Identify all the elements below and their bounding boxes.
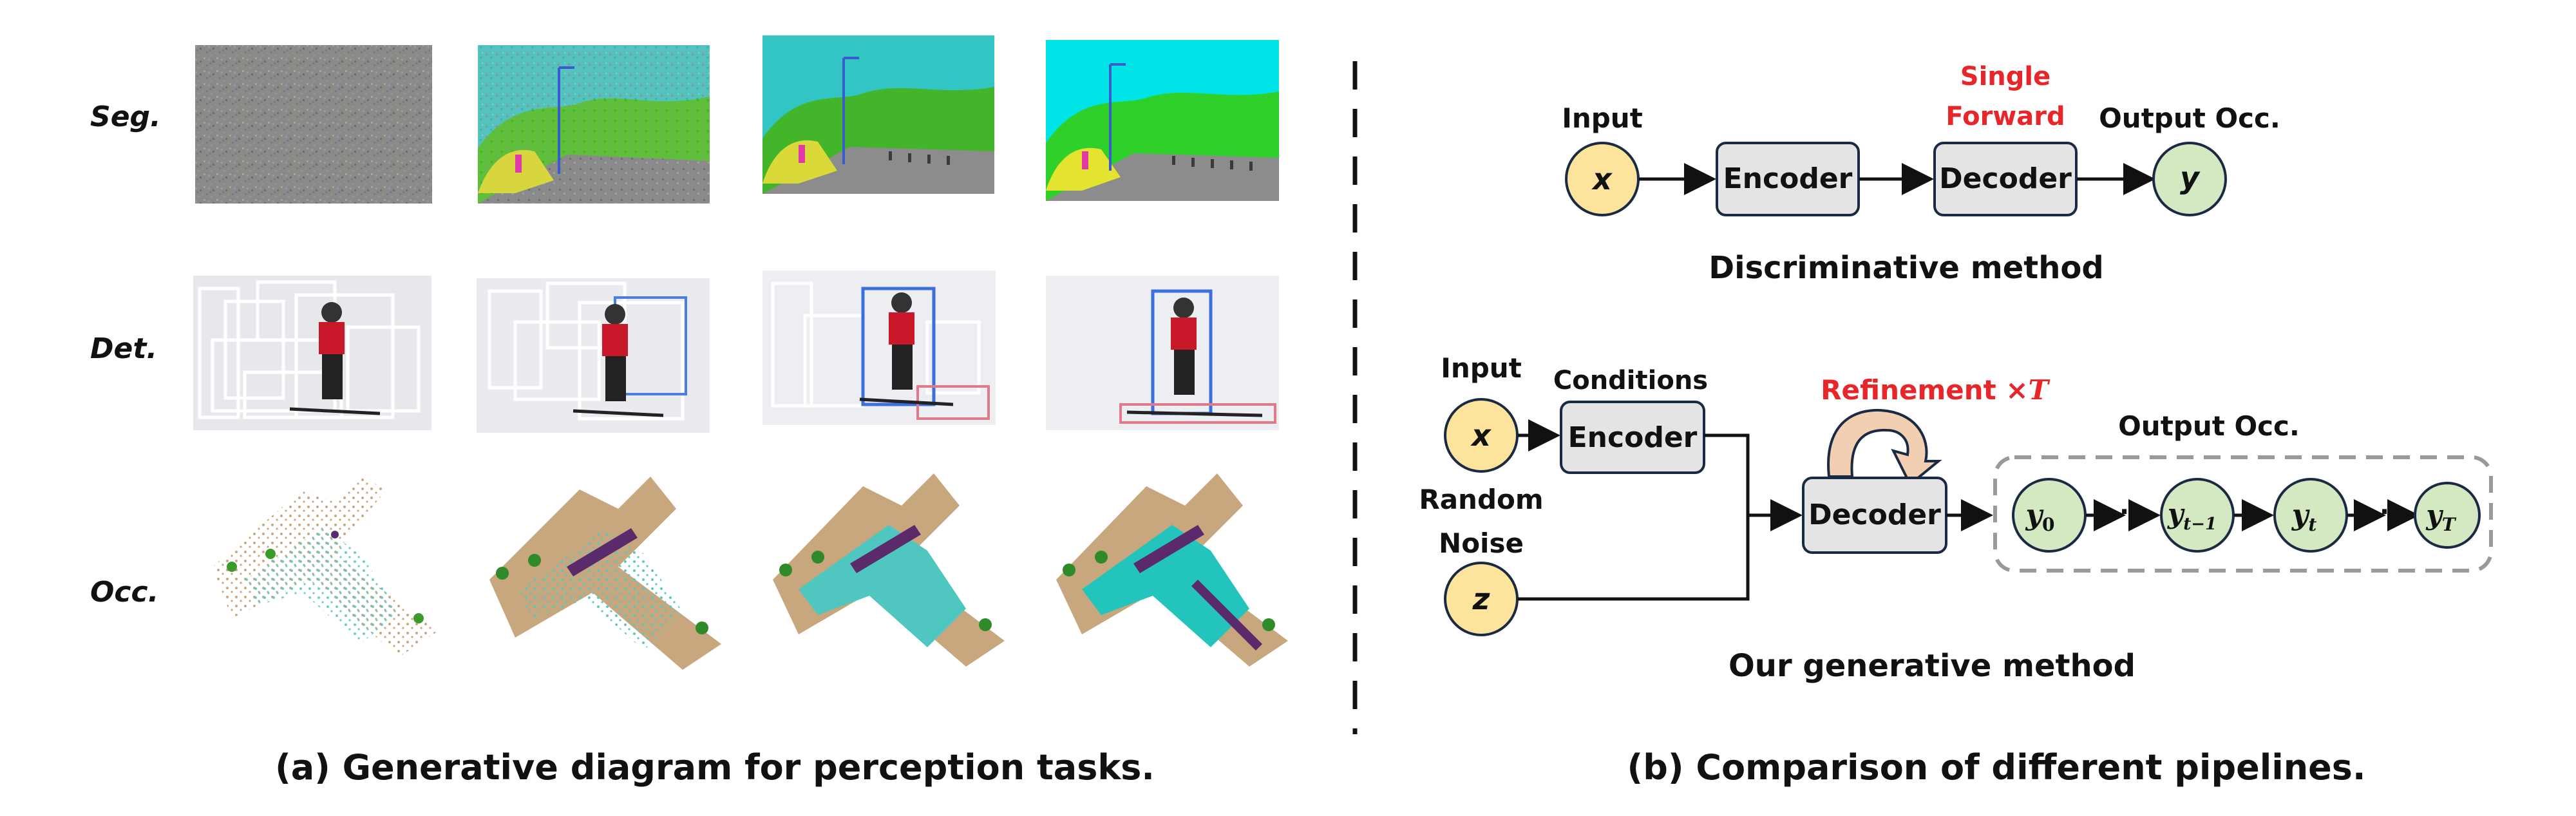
- disc-decoder-label: Decoder: [1939, 162, 2072, 195]
- left-panel: Seg. Det. Occ.: [90, 35, 1288, 788]
- y0-node: [2012, 478, 2087, 553]
- det-image-step-3: [762, 270, 996, 425]
- yT-symbol: yT: [2425, 499, 2456, 535]
- occ-image-step-3: [773, 473, 1005, 667]
- discriminative-pipeline: Input x Encoder Single Forward Decoder O…: [1562, 62, 2280, 286]
- disc-x-symbol: x: [1591, 162, 1613, 196]
- row-label-det: Det.: [90, 332, 157, 365]
- refinement-label: Refinement ×T: [1821, 374, 2050, 406]
- yt-node: [2273, 478, 2348, 553]
- occ-image-step-4: [1056, 473, 1288, 667]
- noise-label: Noise: [1439, 527, 1524, 559]
- disc-y-node: [2152, 142, 2227, 216]
- right-panel: Input x Encoder Single Forward Decoder O…: [1419, 62, 2493, 788]
- occ-image-step-1: [213, 477, 438, 657]
- gen-output-label: Output Occ.: [2118, 410, 2300, 442]
- single-forward-line1: Single: [1960, 62, 2050, 91]
- right-caption: (b) Comparison of different pipelines.: [1627, 747, 2366, 788]
- gen-x-symbol: x: [1470, 418, 1492, 453]
- gen-x-node: [1444, 398, 1519, 473]
- dots-2: ⋯: [2380, 497, 2406, 527]
- disc-y-symbol: y: [2180, 160, 2201, 195]
- gen-decoder-label: Decoder: [1808, 498, 1941, 531]
- det-image-step-2: [477, 278, 710, 433]
- seg-image-step-2: [478, 45, 710, 204]
- encoder-connector: [1704, 433, 1750, 515]
- gen-encoder-label: Encoder: [1568, 421, 1698, 454]
- y0-symbol: y0: [2025, 498, 2054, 535]
- gen-z-node: [1444, 562, 1519, 636]
- generative-pipeline: Input x Conditions Encoder Random Noise …: [1419, 352, 2493, 684]
- disc-x-node: [1565, 142, 1640, 216]
- disc-output-label: Output Occ.: [2099, 102, 2280, 134]
- yt-minus-1-node: [2160, 478, 2235, 553]
- disc-encoder-label: Encoder: [1723, 162, 1853, 195]
- random-label: Random: [1419, 484, 1543, 515]
- seg-image-step-1: [195, 45, 432, 204]
- seg-image-step-4: [1046, 40, 1279, 201]
- det-image-step-4: [1046, 276, 1279, 430]
- refinement-loop-arrow: [1827, 408, 1942, 487]
- dots-1: ⋯: [2120, 497, 2146, 527]
- yt-minus-1-symbol: yt−1: [2167, 498, 2217, 534]
- disc-decoder-box: [1933, 142, 2078, 216]
- row-label-occ: Occ.: [90, 576, 158, 609]
- disc-encoder-box: [1716, 142, 1860, 216]
- conditions-label: Conditions: [1553, 366, 1708, 395]
- generative-title: Our generative method: [1728, 648, 2136, 684]
- noise-connector: [1518, 515, 1750, 601]
- occ-image-step-2: [489, 477, 721, 670]
- gen-encoder-box: [1560, 401, 1705, 474]
- det-image-step-1: [193, 276, 431, 430]
- row-label-seg: Seg.: [90, 100, 161, 133]
- gen-input-label: Input: [1441, 352, 1522, 384]
- discriminative-title: Discriminative method: [1709, 250, 2103, 286]
- yt-symbol: yt: [2291, 498, 2317, 535]
- yT-node: [2414, 482, 2481, 549]
- gen-z-symbol: z: [1472, 582, 1490, 616]
- disc-input-label: Input: [1562, 102, 1643, 134]
- single-forward-line2: Forward: [1946, 102, 2065, 131]
- left-caption: (a) Generative diagram for perception ta…: [275, 747, 1155, 788]
- output-sequence-box: [1993, 455, 2493, 573]
- seg-image-step-3: [762, 35, 994, 194]
